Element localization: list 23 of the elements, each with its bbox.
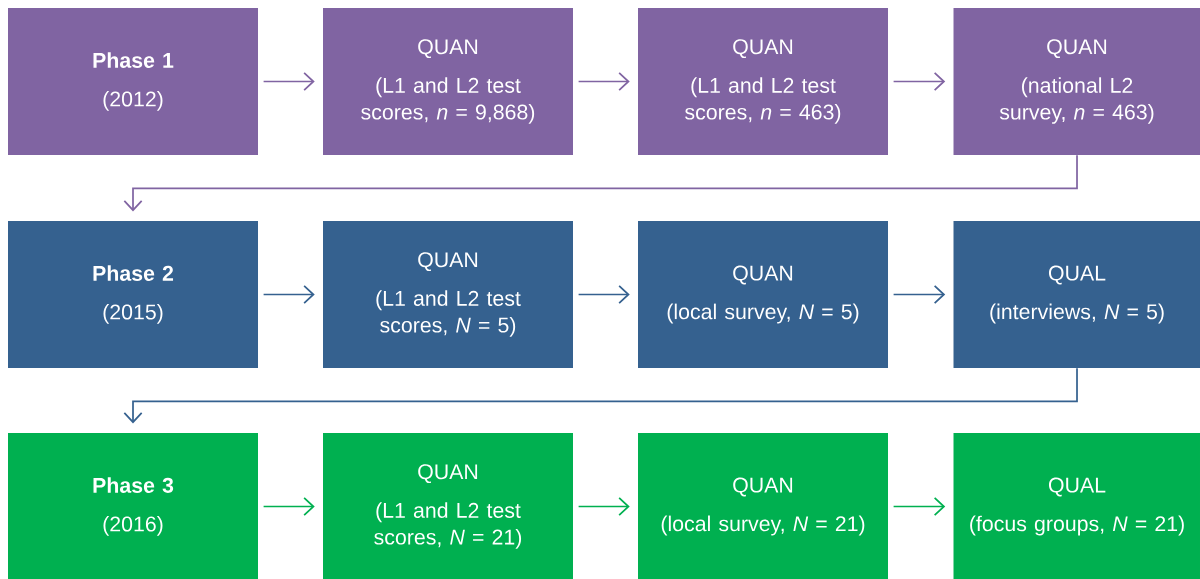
arrow [262,496,315,517]
arrow [892,284,946,305]
method-box: QUAN (national L2 survey, n = 463) [953,8,1200,155]
phase-box: Phase 3 (2016) [8,433,258,579]
arrow [892,71,946,92]
arrow [892,496,946,517]
method-box: QUAN (local survey, N = 5) [638,221,888,368]
method-box: QUAL (focus groups, N = 21) [953,433,1200,579]
phase-box: Phase 1 (2012) [8,8,258,155]
arrow [123,367,1078,424]
method-box: QUAL (interviews, N = 5) [953,221,1200,368]
method-box: QUAN (L1 and L2 test scores, N = 21) [323,433,573,579]
arrow [123,154,1078,212]
arrow [577,71,630,92]
arrow [577,496,630,517]
arrow [262,71,315,92]
arrow [577,284,630,305]
phase-box: Phase 2 (2015) [8,221,258,368]
arrow [262,284,315,305]
method-box: QUAN (L1 and L2 test scores, n = 463) [638,8,888,155]
method-box: QUAN (L1 and L2 test scores, N = 5) [323,221,573,368]
method-box: QUAN (local survey, N = 21) [638,433,888,579]
method-box: QUAN (L1 and L2 test scores, n = 9,868) [323,8,573,155]
